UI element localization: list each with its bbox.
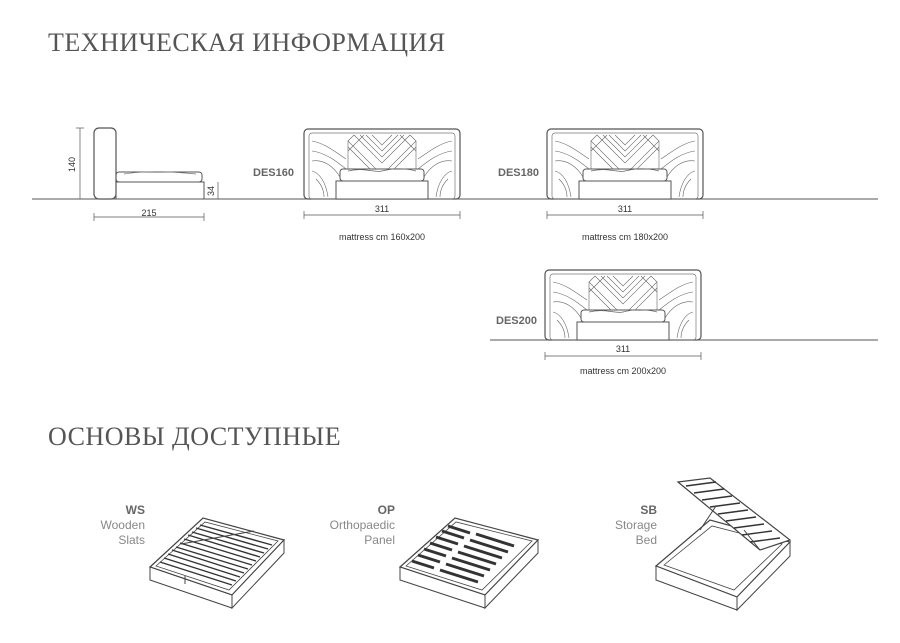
bases-title: ОСНОВЫ ДОСТУПНЫЕ xyxy=(48,422,342,451)
des160-mattress: mattress cm 160x200 xyxy=(339,232,425,242)
des180-mattress: mattress cm 180x200 xyxy=(582,232,668,242)
des200-width: 311 xyxy=(616,344,630,354)
side-height-label: 140 xyxy=(67,157,77,172)
ws-name-line2: Slats xyxy=(118,533,145,547)
sb-code: SB xyxy=(640,503,657,517)
des160-width: 311 xyxy=(375,204,389,214)
sb-name: Storage Bed xyxy=(587,518,657,548)
ws-name: Wooden Slats xyxy=(75,518,145,548)
ws-code: WS xyxy=(125,503,145,517)
des200-mattress: mattress cm 200x200 xyxy=(580,366,666,376)
des180-code: DES180 xyxy=(498,167,539,179)
orthopaedic-panel-drawing xyxy=(398,517,540,610)
op-name-line2: Panel xyxy=(364,533,395,547)
op-name: Orthopaedic Panel xyxy=(305,518,395,548)
wooden-slats-drawing xyxy=(148,517,286,610)
side-view-drawing xyxy=(76,127,219,221)
des180-width: 311 xyxy=(618,204,632,214)
sb-name-line2: Bed xyxy=(635,533,657,547)
op-code: OP xyxy=(377,503,395,517)
des200-code: DES200 xyxy=(496,315,537,327)
op-name-line1: Orthopaedic xyxy=(329,518,395,532)
ws-name-line1: Wooden xyxy=(100,518,145,532)
side-base-height-label: 34 xyxy=(206,186,216,196)
technical-drawings: 140 215 34 DES160 311 mattress cm 160x20… xyxy=(32,127,878,376)
tech-info-title: ТЕХНИЧЕСКАЯ ИНФОРМАЦИЯ xyxy=(48,28,446,57)
des160-code: DES160 xyxy=(253,167,294,179)
storage-bed-drawing xyxy=(654,477,792,612)
side-length-label: 215 xyxy=(141,208,156,218)
sb-name-line1: Storage xyxy=(614,518,657,532)
